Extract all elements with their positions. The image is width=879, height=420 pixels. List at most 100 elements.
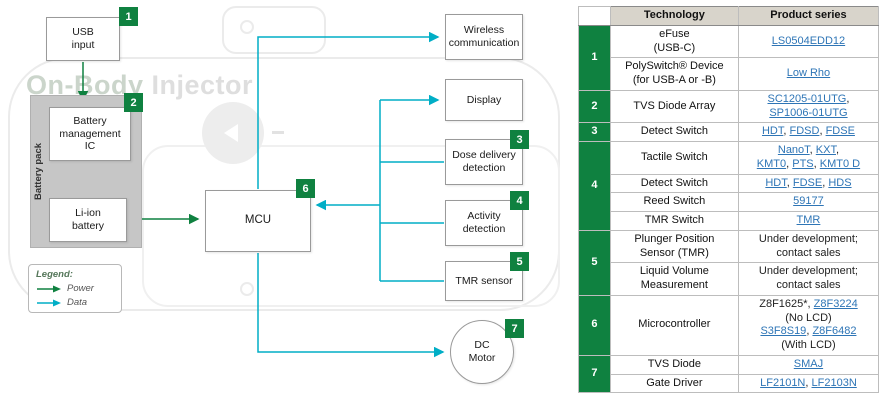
row-number-badge: 3 bbox=[578, 122, 611, 142]
product-link[interactable]: KXT bbox=[815, 144, 836, 156]
node-display: Display bbox=[445, 79, 523, 121]
device-dot-top bbox=[240, 20, 254, 34]
tech-cell: Tactile Switch bbox=[609, 141, 739, 175]
product-link[interactable]: LF2101N bbox=[760, 376, 806, 389]
table-row: 7 TVS Diode SMAJ bbox=[578, 354, 879, 394]
product-text: (With LCD) bbox=[781, 339, 836, 351]
data-wire-mcu-motor bbox=[257, 253, 445, 358]
legend-power-label: Power bbox=[67, 283, 94, 294]
product-series-header: Product series bbox=[737, 6, 879, 26]
row-number-badge: 7 bbox=[578, 354, 611, 394]
product-link[interactable]: Low Rho bbox=[786, 67, 831, 80]
watermark-light: Injector bbox=[151, 70, 254, 100]
product-link[interactable]: KMT0 bbox=[756, 157, 787, 170]
device-inner-outline bbox=[142, 145, 560, 307]
product-text: , bbox=[835, 144, 840, 156]
row-number-badge: 4 bbox=[578, 141, 611, 231]
node-battery-management-ic: Battery management IC bbox=[49, 107, 131, 161]
table-row: Liquid Volume Measurement Under developm… bbox=[579, 262, 879, 296]
product-link[interactable]: KMT0 D bbox=[819, 157, 861, 170]
node-wireless-communication: Wireless communication bbox=[445, 14, 523, 60]
back-triangle-icon bbox=[224, 124, 238, 142]
node-mcu: MCU bbox=[205, 190, 311, 252]
product-cell: LF2101N, LF2103N bbox=[737, 373, 879, 394]
product-text: , bbox=[822, 176, 829, 189]
product-text: Under development; contact sales bbox=[758, 265, 858, 291]
table-row: 5 Plunger Position Sensor (TMR) Under de… bbox=[578, 229, 879, 296]
dose-badge: 3 bbox=[510, 130, 529, 149]
table-row: 3 Detect Switch HDT, FDSD, FDSE bbox=[578, 122, 879, 142]
product-link[interactable]: HDT bbox=[761, 125, 784, 138]
device-button-icon bbox=[202, 102, 264, 164]
product-link[interactable]: FDSE bbox=[825, 125, 855, 138]
tmr-badge: 5 bbox=[510, 252, 529, 271]
product-link[interactable]: SC1205-01UTG bbox=[767, 92, 847, 105]
table-row: 2 TVS Diode Array SC1205-01UTG, SP1006-0… bbox=[578, 89, 879, 124]
product-link[interactable]: 59177 bbox=[793, 195, 824, 208]
row-number-badge: 2 bbox=[578, 89, 611, 124]
tech-cell: TMR Switch bbox=[609, 211, 739, 231]
power-arrow-icon bbox=[37, 285, 61, 292]
product-link[interactable]: FDSE bbox=[792, 176, 823, 189]
product-link[interactable]: LF2103N bbox=[811, 376, 857, 389]
product-link[interactable]: SP1006-01UTG bbox=[769, 106, 848, 119]
node-battery-pack: Battery pack Battery management IC Li-io… bbox=[30, 95, 142, 248]
product-link[interactable]: PTS bbox=[792, 157, 814, 170]
table-row: PolySwitch® Device (for USB-A or -B) Low… bbox=[579, 57, 879, 91]
product-text: , bbox=[783, 125, 790, 138]
product-text: , bbox=[786, 157, 793, 170]
tech-cell: Detect Switch bbox=[609, 173, 739, 194]
product-cell: SMAJ bbox=[737, 354, 879, 375]
row-number-badge: 6 bbox=[578, 294, 611, 356]
product-text: , bbox=[809, 144, 816, 156]
device-dot-bottom bbox=[240, 282, 254, 296]
battery-pack-label: Battery pack bbox=[33, 142, 45, 201]
mcu-badge: 6 bbox=[296, 179, 315, 198]
table-row: 1 eFuse (USB-C) LS0504EDD12 bbox=[578, 24, 879, 91]
product-link[interactable]: TMR bbox=[796, 214, 821, 226]
product-table-container: Technology Product series 1 eFuse (USB-C… bbox=[578, 6, 879, 394]
product-link[interactable]: FDSD bbox=[789, 125, 820, 138]
bms-badge: 2 bbox=[124, 93, 143, 112]
product-cell: HDT, FDSD, FDSE bbox=[737, 122, 879, 142]
product-link[interactable]: S3F8S19 bbox=[760, 325, 807, 338]
table-row: Detect Switch HDT, FDSE, HDS bbox=[579, 173, 879, 194]
legend-data-label: Data bbox=[67, 297, 88, 308]
table-row: 6 Microcontroller Z8F1625*, Z8F3224 (No … bbox=[578, 294, 879, 356]
product-cell: NanoT, KXT, KMT0, PTS, KMT0 D bbox=[737, 141, 879, 175]
product-cell: SC1205-01UTG, SP1006-01UTG bbox=[737, 89, 879, 124]
product-text: , bbox=[806, 325, 813, 338]
product-link[interactable]: SMAJ bbox=[793, 357, 824, 370]
product-text: , bbox=[805, 376, 812, 389]
table-row: Reed Switch 59177 bbox=[579, 192, 879, 212]
data-arrow-icon bbox=[37, 299, 61, 306]
tech-cell: Plunger Position Sensor (TMR) bbox=[609, 229, 739, 264]
legend: Legend: Power Data bbox=[28, 264, 122, 313]
product-text: Z8F1625*, bbox=[759, 297, 814, 310]
product-text: , bbox=[786, 176, 793, 189]
tech-cell: PolySwitch® Device (for USB-A or -B) bbox=[609, 57, 739, 91]
data-wire-mcu-wireless bbox=[257, 31, 440, 189]
product-link[interactable]: Z8F3224 bbox=[813, 297, 858, 310]
product-table: Technology Product series 1 eFuse (USB-C… bbox=[578, 6, 879, 394]
tech-cell: TVS Diode Array bbox=[609, 89, 739, 124]
tech-cell: eFuse (USB-C) bbox=[609, 24, 739, 59]
tech-cell: Detect Switch bbox=[609, 122, 739, 142]
product-link[interactable]: HDS bbox=[828, 176, 852, 189]
corner-header bbox=[578, 6, 611, 26]
device-dash bbox=[272, 131, 284, 134]
node-li-ion-battery: Li-ion battery bbox=[49, 198, 127, 242]
tech-cell: Microcontroller bbox=[609, 294, 739, 356]
product-cell: Z8F1625*, Z8F3224 (No LCD) S3F8S19, Z8F6… bbox=[737, 294, 879, 356]
tech-cell: Gate Driver bbox=[609, 373, 739, 394]
node-usb-input: USB input bbox=[46, 17, 120, 61]
product-link[interactable]: Z8F6482 bbox=[812, 325, 857, 338]
row-number-badge: 5 bbox=[578, 229, 611, 296]
product-link[interactable]: LS0504EDD12 bbox=[771, 34, 846, 47]
product-link[interactable]: NanoT bbox=[777, 144, 810, 156]
product-link[interactable]: HDT bbox=[765, 176, 787, 189]
product-cell: Under development; contact sales bbox=[737, 262, 879, 296]
node-dc-motor: DC Motor bbox=[450, 320, 514, 384]
